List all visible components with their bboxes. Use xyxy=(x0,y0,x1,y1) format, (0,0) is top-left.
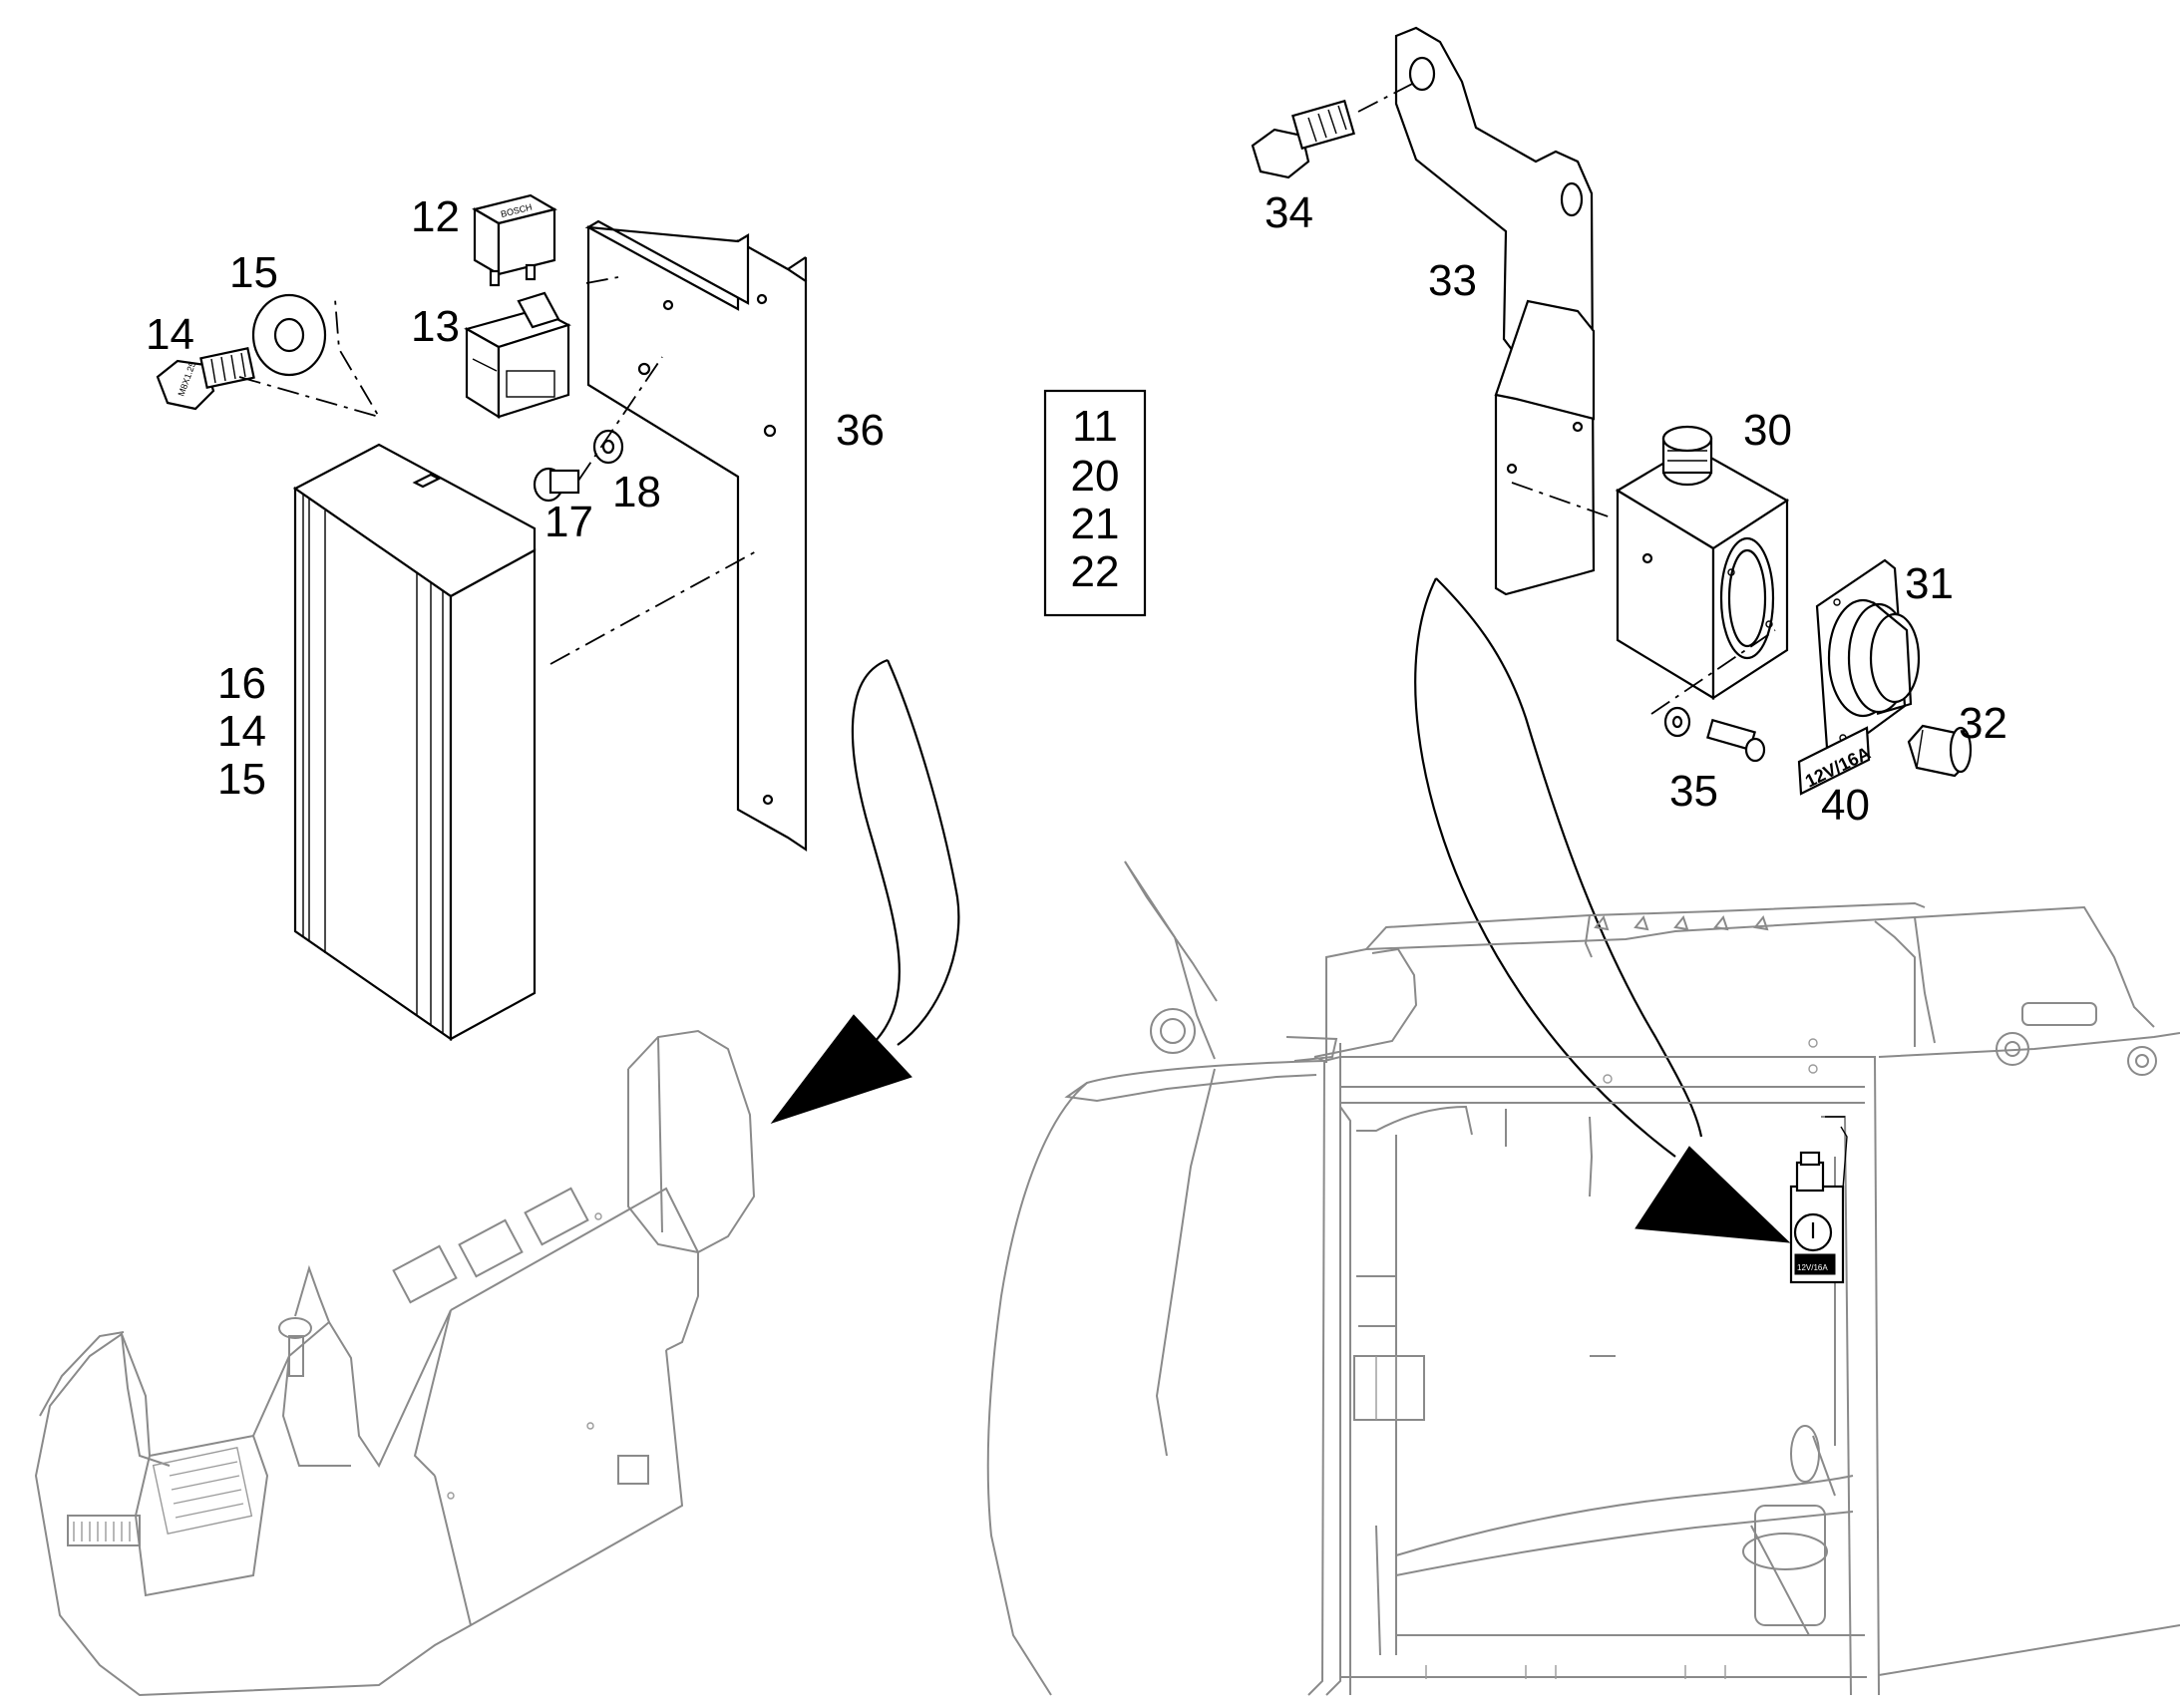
callout-18: 18 xyxy=(612,468,661,516)
bolt-34 xyxy=(1251,99,1356,179)
socket-housing-30 xyxy=(1615,425,1790,701)
callout-13: 13 xyxy=(411,302,460,351)
callout-15: 15 xyxy=(229,248,278,297)
control-console xyxy=(34,1029,756,1697)
callout-20: 20 xyxy=(1071,452,1120,501)
callout-12: 12 xyxy=(411,192,460,241)
callout-32: 32 xyxy=(1959,699,2007,748)
screw-35 xyxy=(1663,706,1766,763)
module-16 xyxy=(292,443,537,1042)
callout-40: 40 xyxy=(1821,781,1870,830)
callout-21: 21 xyxy=(1071,500,1120,548)
washer-15 xyxy=(251,293,327,377)
callout-34: 34 xyxy=(1265,188,1313,237)
screw-17 xyxy=(533,467,580,503)
callout-36: 36 xyxy=(836,406,885,455)
callout-14: 14 xyxy=(146,310,194,359)
washer-18 xyxy=(592,429,624,465)
bracket-36 xyxy=(584,219,808,853)
right-assembly-arrow xyxy=(1414,577,1791,1243)
callout-11: 11 xyxy=(1072,402,1118,451)
callout-22: 22 xyxy=(1071,547,1120,596)
callout-30: 30 xyxy=(1743,406,1792,455)
bracket-33 xyxy=(1394,26,1596,596)
callout-35: 35 xyxy=(1669,767,1718,816)
callout-14b: 14 xyxy=(217,707,266,756)
relay-12: BOSCH xyxy=(472,193,557,287)
installed-socket-label: 12V/16A xyxy=(1797,1263,1828,1272)
socket-31 xyxy=(1815,558,1921,758)
callout-15b: 15 xyxy=(217,755,266,804)
installed-socket: 12V/16A xyxy=(1789,1116,1848,1284)
machine-cab xyxy=(986,860,2180,1696)
callout-33: 33 xyxy=(1428,256,1477,305)
cap-32 xyxy=(1907,724,1973,778)
callout-17: 17 xyxy=(545,498,593,546)
left-assembly-arrow xyxy=(770,658,960,1124)
group-callout-box: 11 20 21 22 xyxy=(1043,389,1147,617)
relay-socket-13 xyxy=(464,291,571,419)
callout-31: 31 xyxy=(1905,559,1954,608)
callout-16: 16 xyxy=(217,659,266,708)
